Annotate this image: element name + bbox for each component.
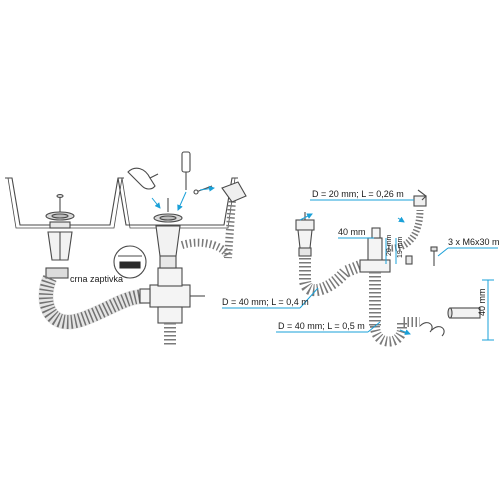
label-d40: 40 mm xyxy=(338,227,366,237)
seal-label: crna zaptivka xyxy=(70,274,123,284)
t-junction xyxy=(139,267,205,324)
hand-icon xyxy=(127,167,159,190)
sink-outline xyxy=(5,177,238,226)
left-strainer xyxy=(45,193,75,261)
right-dimension-lines xyxy=(222,199,498,341)
left-flex-hose xyxy=(38,267,151,330)
hose-d40-l04 xyxy=(299,258,363,296)
label-d20: D = 20 mm; L = 0,26 m xyxy=(312,189,404,199)
label-d40-l04: D = 40 mm; L = 0,4 m xyxy=(222,297,309,307)
pipe-piece xyxy=(447,307,481,319)
left-assembly xyxy=(5,151,247,345)
seal-magnifier xyxy=(113,245,147,279)
overflow-hose xyxy=(180,181,247,260)
hook-icon xyxy=(419,322,445,337)
right-strainer xyxy=(153,198,183,269)
label-screws: 3 x M6x30 mm xyxy=(448,237,500,247)
right-funnel xyxy=(295,212,315,257)
screwdriver-icon xyxy=(181,151,191,190)
small-nut xyxy=(405,255,413,265)
label-dim-20: 20 mm xyxy=(386,234,393,256)
small-valve xyxy=(413,189,427,207)
right-t-piece xyxy=(359,227,391,273)
bolt-icon xyxy=(430,246,438,266)
left-cyan-arrows xyxy=(151,185,215,211)
right-assembly xyxy=(295,189,481,347)
u-trap-hose xyxy=(370,317,420,347)
label-dim-19: 19 mm xyxy=(397,236,404,258)
label-d40-l05: D = 40 mm; L = 0,5 m xyxy=(278,321,365,331)
label-dim-40v: 40 mm xyxy=(477,288,487,316)
